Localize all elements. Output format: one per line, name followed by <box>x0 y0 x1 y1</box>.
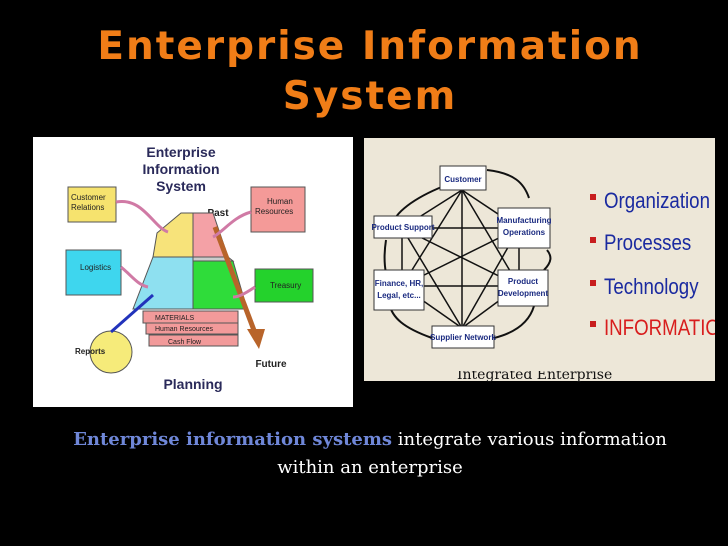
bullet-square-2 <box>590 237 596 243</box>
bullet-square-4 <box>590 321 596 327</box>
logistics-connector <box>120 265 149 289</box>
bullet-list: Organization Processes Technology INFORM… <box>590 190 715 341</box>
timeline-arrow <box>212 226 258 334</box>
human-resources-bar <box>145 322 239 335</box>
body-highlight: Enterprise information systems <box>73 429 393 450</box>
product-development-node <box>497 269 549 307</box>
human-resources-line2: Resources <box>255 207 293 216</box>
customer-relations-line1: Customer <box>71 193 106 202</box>
cycle-arc-2 <box>486 169 530 199</box>
planning-label: Planning <box>163 376 222 392</box>
bullet-organization: Organization <box>604 190 710 214</box>
integrated-enterprise-diagram: Customer Manufacturing Operations Produc… <box>371 165 715 349</box>
title-line-1: Enterprise Information <box>97 24 643 69</box>
product-development-line2: Development <box>498 289 549 298</box>
future-label: Future <box>255 359 287 370</box>
human-resources-box <box>250 186 306 233</box>
human-resources-bar-label: Human Resources <box>155 326 213 333</box>
integrated-enterprise-image: Customer Manufacturing Operations Produc… <box>364 138 715 381</box>
cash-flow-label: Cash Flow <box>168 339 202 346</box>
customer-connector <box>115 200 169 234</box>
pyramid-gray <box>192 256 235 262</box>
finance-line1: Finance, HR, <box>375 279 423 288</box>
product-support-node <box>373 215 433 239</box>
manufacturing-line1: Manufacturing <box>496 216 551 225</box>
customer-node <box>439 165 487 191</box>
cycle-arc-6 <box>383 239 387 274</box>
slide-title: Enterprise Information System <box>60 22 680 122</box>
eis-diagram-image: Enterprise Information System Past MATER… <box>33 137 353 407</box>
finance-node <box>373 269 425 311</box>
diagram-heading-2: Information <box>143 161 220 177</box>
body-rest: integrate various information within an … <box>277 429 667 478</box>
cycle-arc-4 <box>493 305 535 339</box>
manufacturing-line2: Operations <box>503 228 546 237</box>
bullet-square-3 <box>590 280 596 286</box>
product-development-line1: Product <box>508 277 539 286</box>
past-label: Past <box>207 208 229 219</box>
customer-relations-line2: Relations <box>71 203 104 212</box>
reports-label: Reports <box>75 347 106 356</box>
eis-diagram: Enterprise Information System Past MATER… <box>65 144 314 392</box>
pyramid-yellow <box>152 212 194 258</box>
pyramid-cyan <box>132 256 194 310</box>
supplier-network-node <box>431 325 495 349</box>
treasury-connector <box>232 285 256 299</box>
logistics-label: Logistics <box>80 263 111 272</box>
bullet-square-1 <box>590 194 596 200</box>
bullet-technology: Technology <box>604 276 699 300</box>
diagram-heading-1: Enterprise <box>146 144 215 160</box>
timeline-arrowhead <box>247 329 265 349</box>
reports-connector <box>110 293 154 334</box>
integrated-enterprise-caption: Integrated Enterprise <box>457 371 657 385</box>
product-support-label: Product Support <box>371 223 434 232</box>
hr-connector <box>212 210 252 239</box>
title-line-2: System <box>282 74 458 119</box>
diagram-heading-3: System <box>156 178 206 194</box>
finance-line2: Legal, etc... <box>377 291 421 300</box>
bullet-processes: Processes <box>604 232 691 256</box>
caption-text: Integrated Enterprise <box>457 371 613 383</box>
human-resources-line1: Human <box>267 197 293 206</box>
customer-relations-box <box>67 186 117 223</box>
cash-flow-bar <box>148 334 239 347</box>
customer-label: Customer <box>444 175 481 184</box>
supplier-network-label: Supplier Network <box>430 333 496 342</box>
treasury-box <box>254 268 314 303</box>
materials-label: MATERIALS <box>155 315 194 322</box>
cycle-arc-3 <box>543 249 552 271</box>
treasury-label: Treasury <box>270 281 301 290</box>
slide-body-text: Enterprise information systems integrate… <box>70 426 670 482</box>
logistics-box <box>65 249 122 296</box>
manufacturing-node <box>497 207 551 249</box>
bullet-information: INFORMATION <box>604 317 715 341</box>
